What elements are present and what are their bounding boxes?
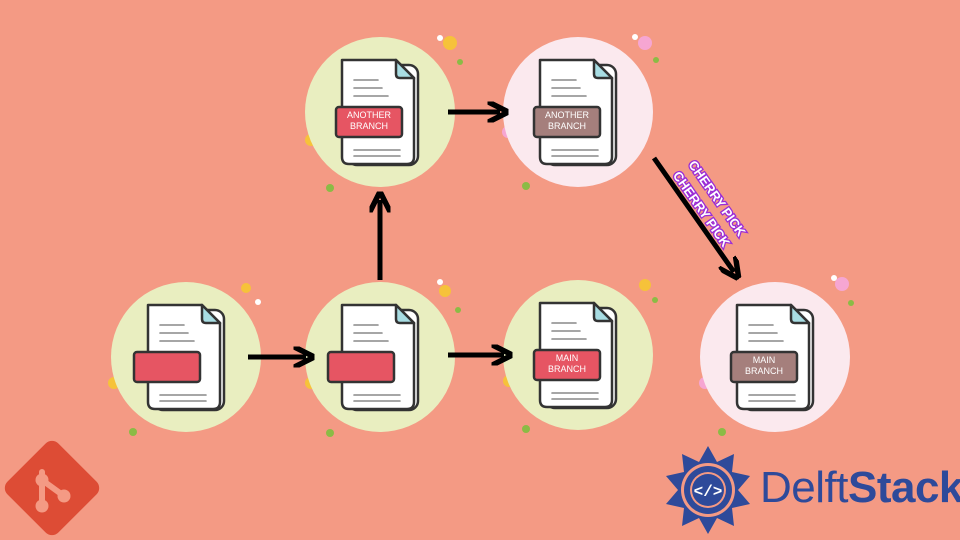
decor-dot (652, 297, 658, 303)
decor-dot (522, 182, 530, 190)
edges (248, 112, 734, 357)
decor-dot (638, 36, 652, 50)
branch-label-plate (132, 350, 202, 384)
decor-dot (653, 57, 659, 63)
branch-label-plate (532, 105, 602, 139)
branch-label-plate (729, 350, 799, 384)
brand-name-part2: Stack (847, 463, 960, 512)
decor-dot (437, 35, 443, 41)
decor-dot (639, 279, 651, 291)
arrow-n5-n6 (651, 156, 734, 272)
git-logo-icon (4, 440, 100, 536)
decor-dot (129, 428, 137, 436)
decor-dot (455, 307, 461, 313)
svg-text:</>: </> (694, 483, 723, 501)
branch-label-plate (532, 348, 602, 382)
brand-name-part1: Delft (760, 463, 848, 512)
decor-dot (848, 300, 854, 306)
branch-label-plate (334, 105, 404, 139)
node-n1 (108, 282, 261, 436)
decor-dot (255, 299, 261, 305)
decor-dot (326, 184, 334, 192)
branch-label-plate (326, 350, 396, 384)
decor-dot (718, 428, 726, 436)
brand-name: DelftStack (760, 462, 960, 514)
decor-dot (241, 283, 251, 293)
decor-dot (831, 275, 837, 281)
delftstack-logo-icon: </> (666, 446, 750, 534)
decor-dot (443, 36, 457, 50)
node-n2 (305, 279, 461, 437)
decor-dot (326, 429, 334, 437)
decor-dot (835, 277, 849, 291)
decor-dot (457, 59, 463, 65)
delftstack-brand: </> DelftStack (660, 440, 960, 536)
decor-dot (632, 34, 638, 40)
decor-dot (439, 285, 451, 297)
decor-dot (437, 279, 443, 285)
decor-dot (522, 425, 530, 433)
